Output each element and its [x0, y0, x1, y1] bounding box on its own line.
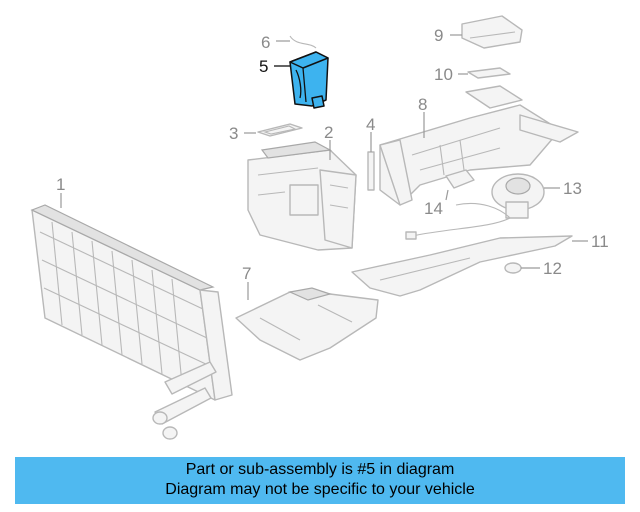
callout-6: 6	[261, 33, 270, 52]
part-2-heater-case	[247, 141, 357, 251]
part-13-blower-motor	[491, 173, 545, 219]
part-11-lower-panel	[351, 235, 573, 297]
parts-diagram: 1 2 3 4 5 6 7 8 9 10 11 12 13 14	[30, 15, 609, 440]
banner-line-part: Part or sub-assembly is #5 in diagram	[185, 461, 455, 478]
callout-14: 14	[424, 199, 443, 218]
callout-1: 1	[56, 175, 65, 194]
callout-13: 13	[563, 179, 582, 198]
callout-11: 11	[591, 232, 609, 251]
part-14-resistor	[405, 169, 511, 240]
callout-7: 7	[242, 264, 251, 283]
part-8-blower-housing	[379, 85, 579, 206]
part-1-heater-core	[30, 204, 233, 440]
part-5-duct-highlighted	[289, 51, 329, 109]
callout-12: 12	[543, 259, 562, 278]
callout-5: 5	[259, 57, 268, 76]
callout-10: 10	[434, 65, 453, 84]
part-12-clip	[504, 262, 522, 274]
callout-4: 4	[366, 115, 375, 134]
part-4-pin	[367, 151, 375, 191]
part-7-lower-duct	[235, 287, 379, 361]
callout-2: 2	[324, 123, 333, 142]
part-9-air-inlet	[461, 15, 523, 49]
part-3-gasket	[257, 123, 303, 137]
callout-8: 8	[418, 95, 427, 114]
callout-3: 3	[229, 124, 238, 143]
info-banner: Part or sub-assembly is #5 in diagram Di…	[15, 457, 625, 504]
part-6-hose	[289, 35, 317, 49]
part-10-seal	[467, 67, 511, 79]
callout-9: 9	[434, 26, 443, 45]
banner-line-disclaimer: Diagram may not be specific to your vehi…	[165, 481, 475, 498]
